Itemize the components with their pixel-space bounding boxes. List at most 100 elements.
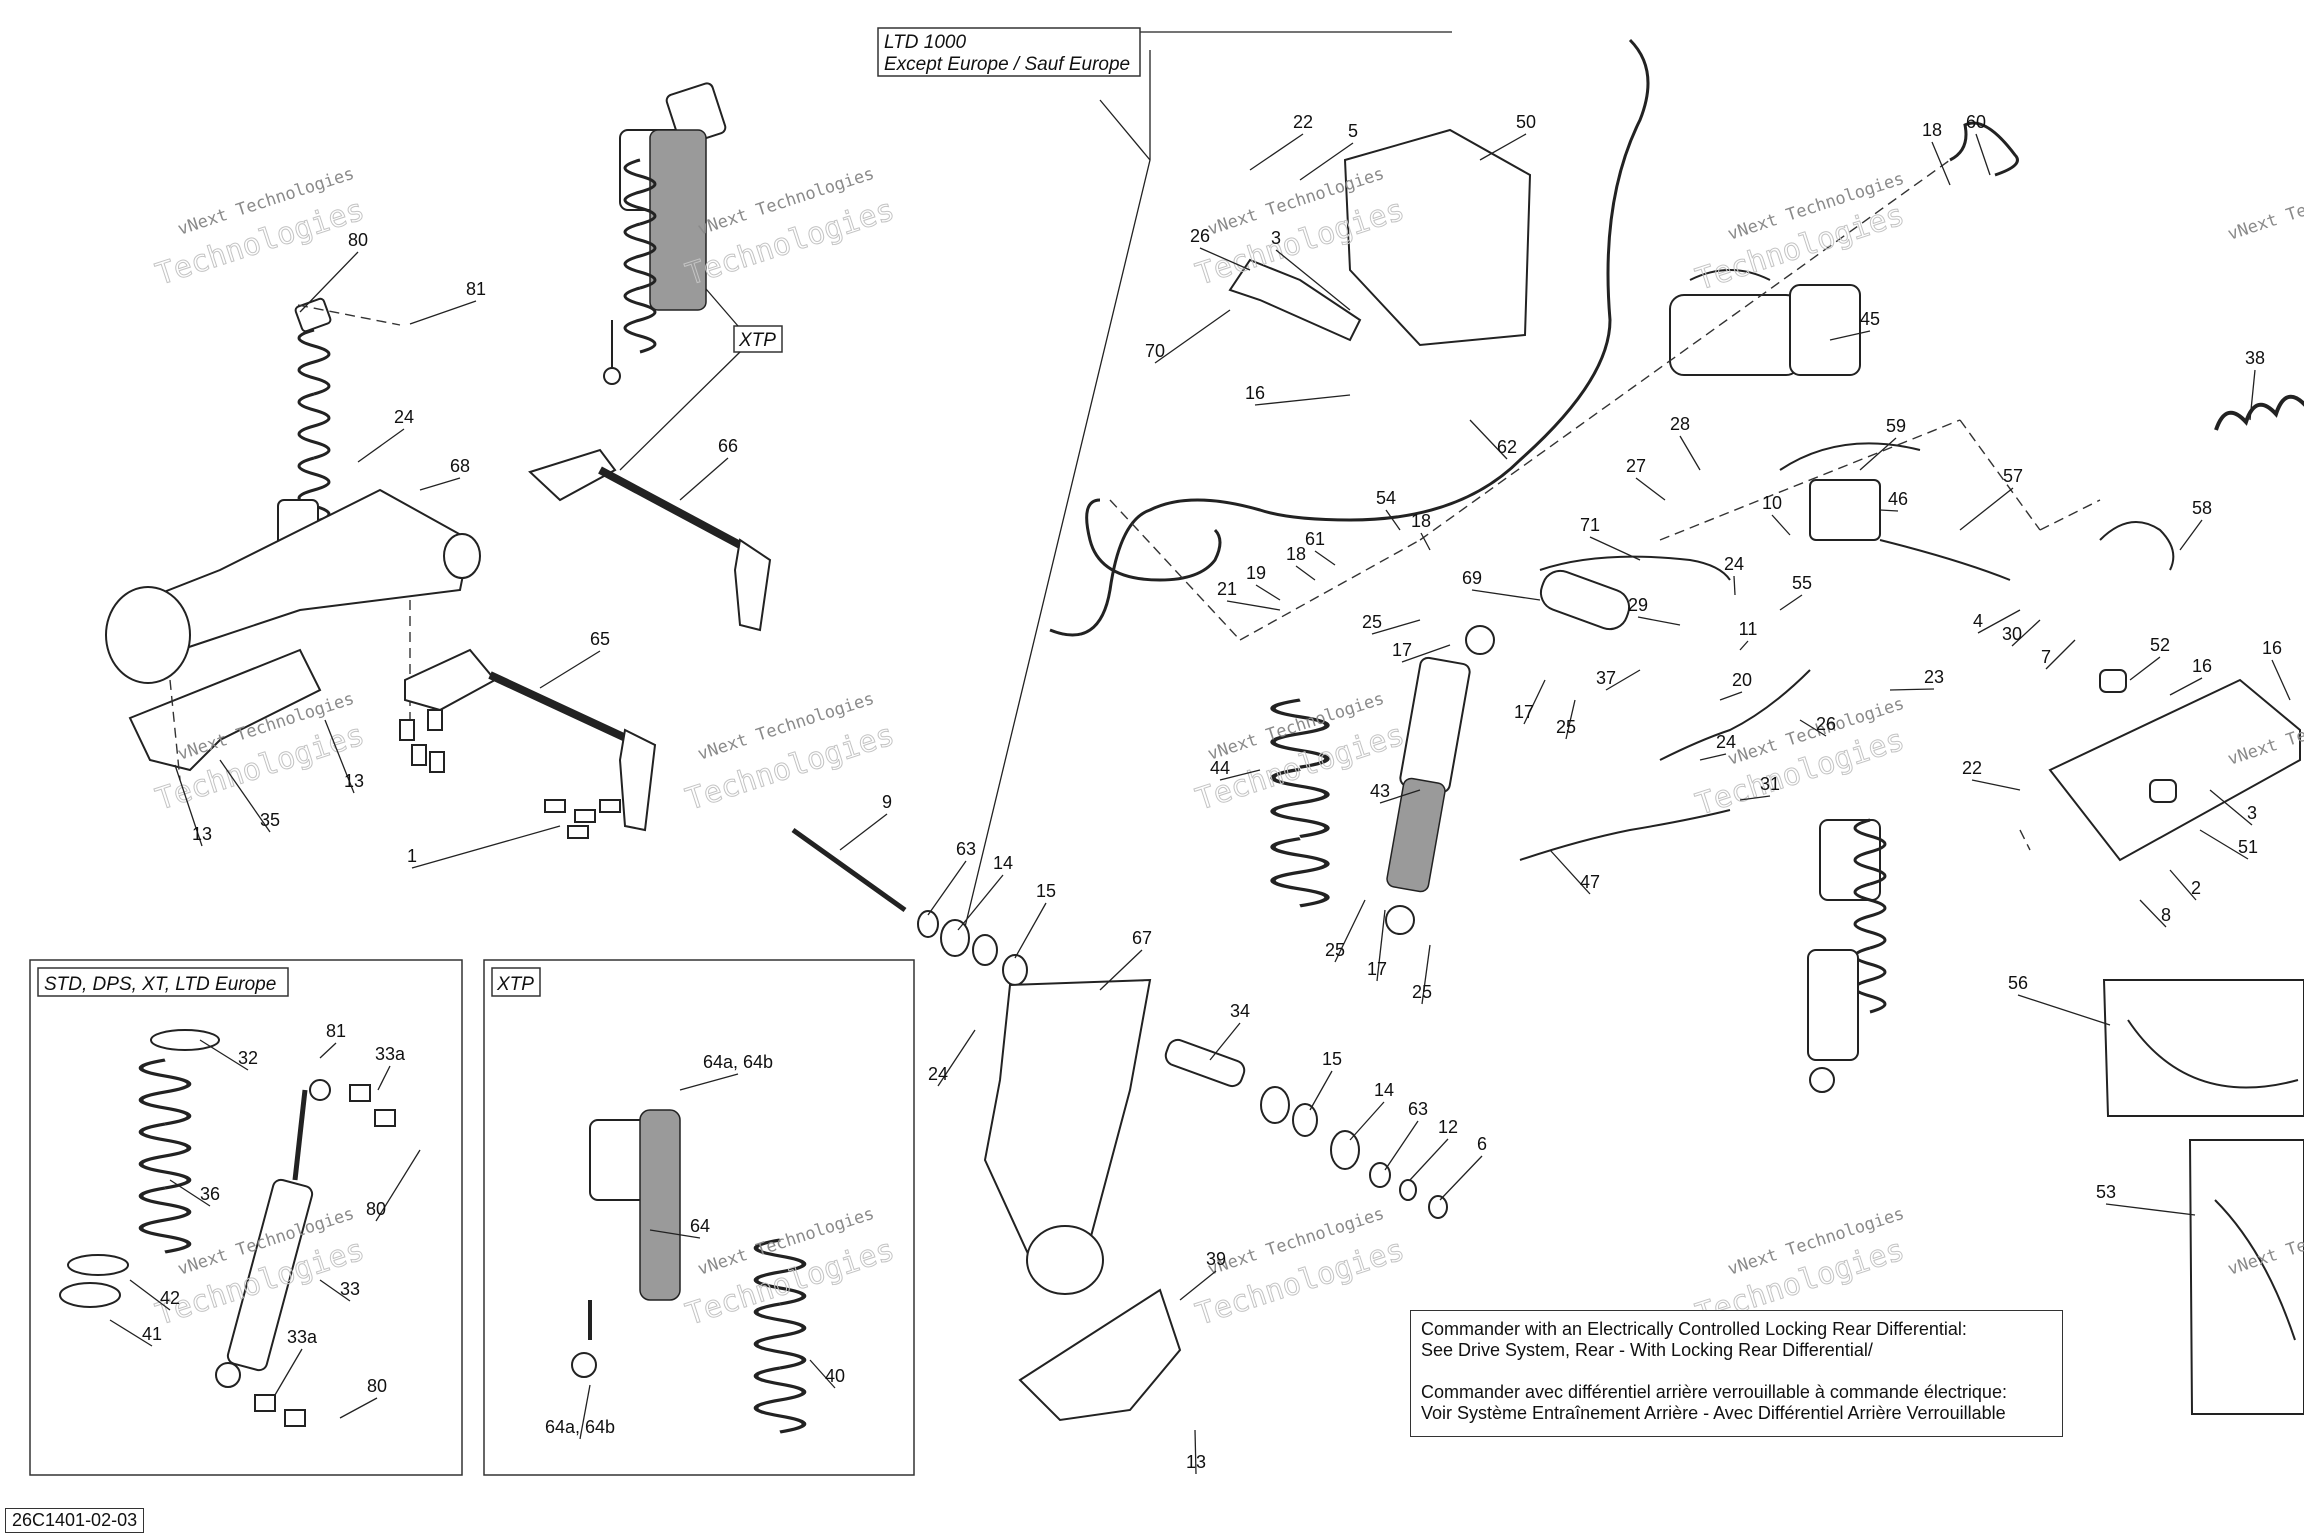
note-line-1: Commander with an Electrically Controlle… [1421,1319,1967,1339]
callout-35: 35 [219,759,280,833]
callout-number: 13 [344,771,364,791]
callout-71: 71 [1580,515,1641,561]
callout-number: 23 [1924,667,1944,687]
callout-57: 57 [1959,466,2023,531]
callout-number: 8 [2161,905,2171,925]
callout-26b: 26 [1799,714,1836,737]
leader-line [2169,869,2197,901]
callout-number: 54 [1376,488,1396,508]
callout-24c: 24 [1724,554,1744,596]
callout-36: 36 [169,1179,220,1207]
std-shock [59,1029,396,1427]
leader-line [1154,309,1231,364]
leader-line [169,1179,211,1207]
callout-number: 15 [1036,881,1056,901]
callout-28: 28 [1670,414,1701,471]
callout-10: 10 [1762,493,1791,536]
callout-16c: 16 [2262,638,2291,701]
callout-number: 10 [1762,493,1782,513]
callout-65: 65 [539,629,610,689]
callout-number: 18 [1411,511,1431,531]
pivot-arm-67 [791,827,1448,1422]
leader-line [419,477,461,491]
callout-7: 7 [2041,639,2076,670]
callout-number: 17 [1514,702,1534,722]
leader-line [1275,249,1351,311]
callout-59: 59 [1859,416,1906,471]
callout-55: 55 [1779,573,1812,611]
leader-line [1523,679,1546,725]
leader-line [1226,600,1281,611]
callout-number: 14 [1374,1080,1394,1100]
callout-8: 8 [2139,899,2171,928]
leader-line [129,1279,171,1311]
callout-80b: 80 [366,1149,421,1222]
spring-38 [2214,394,2304,431]
leader-line [1420,532,1431,551]
leader-line [927,860,967,916]
callout-23: 23 [1889,667,1944,691]
leader-line [1859,437,1897,471]
callout-3a: 3 [1271,228,1351,311]
leader-line [1469,419,1508,460]
callout-34: 34 [1209,1001,1250,1061]
callout-13c: 13 [1186,1429,1206,1475]
callout-14b: 14 [1349,1080,1394,1141]
leader-line [1479,133,1527,161]
callout-22b: 22 [1962,758,2021,791]
reference-code: 26C1401-02-03 [5,1508,145,1533]
leader-line [2139,899,2167,928]
callout-number: 80 [367,1376,387,1396]
callout-number: 25 [1362,612,1382,632]
callout-number: 39 [1206,1249,1226,1269]
callout-9: 9 [839,792,892,851]
callout-number: 68 [450,456,470,476]
leader-line [1739,640,1749,651]
leader-line [1679,435,1701,471]
leader-line [1771,514,1791,536]
leader-line [1637,616,1681,626]
callout-47: 47 [1549,849,1600,895]
callout-number: 61 [1305,529,1325,549]
callout-42: 42 [129,1279,180,1311]
callout-number: 62 [1497,437,1517,457]
callout-number: 5 [1348,121,1358,141]
panel-53 [2188,1139,2304,1415]
leader-line [937,1029,976,1087]
callout-number: 50 [1516,112,1536,132]
callout-52: 52 [2129,635,2170,681]
xtp-inset-frame: XTP [483,959,915,1476]
leader-line [1421,944,1431,1005]
callout-number: 52 [2150,635,2170,655]
callout-20: 20 [1719,670,1752,701]
callout-number: 11 [1739,619,1758,639]
callout-15a: 15 [1014,881,1056,959]
callout-68: 68 [419,456,470,491]
callout-number: 4 [1973,611,1983,631]
callout-number: 63 [956,839,976,859]
callout-18c: 18 [1286,544,1316,581]
callout-24a: 24 [357,407,414,463]
callout-19: 19 [1246,563,1281,601]
leader-line [1589,536,1641,561]
callout-16b: 16 [2169,656,2212,696]
callout-number: 25 [1325,940,1345,960]
callout-22a: 22 [1249,112,1313,171]
callout-number: 33a [375,1044,406,1064]
callout-number: 21 [1217,579,1237,599]
callout-number: 13 [192,824,212,844]
callout-41: 41 [109,1319,162,1347]
leader-line [1931,141,1951,186]
leader-line [1719,691,1743,701]
callout-labels: 8081246813133566651963141567243415146312… [109,112,2291,1475]
leader-line [219,759,271,833]
leader-line [2209,789,2253,826]
callout-69: 69 [1462,568,1541,601]
callout-number: 9 [882,792,892,812]
callout-25b: 25 [1556,699,1576,740]
callout-44: 44 [1210,758,1261,781]
callout-number: 81 [326,1021,346,1041]
svg-text:XTP: XTP [738,330,776,351]
leader-line [1314,550,1336,566]
